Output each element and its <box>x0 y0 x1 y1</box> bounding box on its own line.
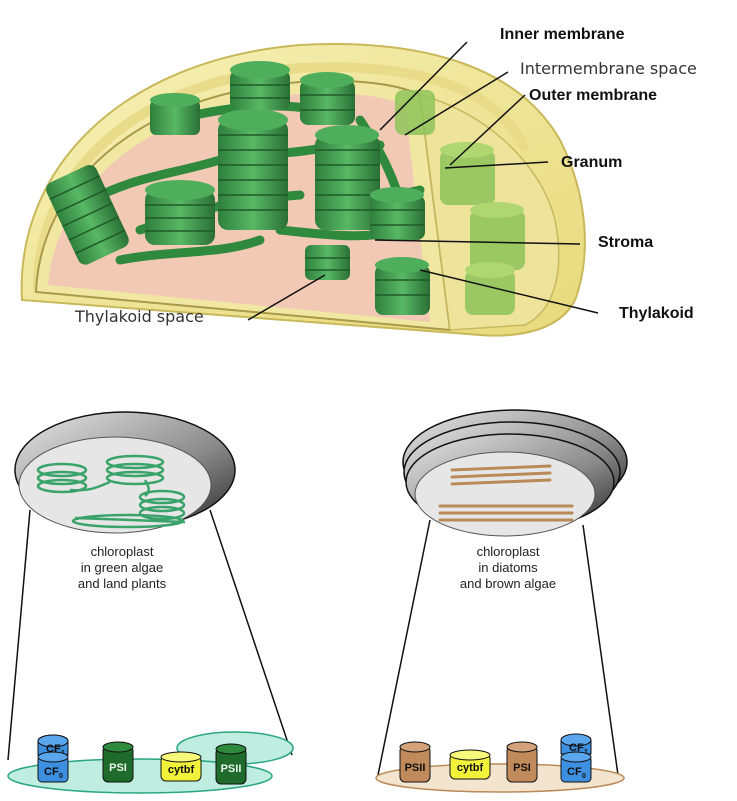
granum-3 <box>218 109 288 230</box>
granum-9 <box>305 245 350 280</box>
label-inner-membrane: Inner membrane <box>500 26 625 43</box>
svg-text:0: 0 <box>59 773 63 780</box>
svg-text:cytbf: cytbf <box>457 762 484 774</box>
caption-left-line2: in green algae <box>81 560 163 575</box>
caption-right-line3: and brown algae <box>460 576 556 591</box>
green-algae-model: chloroplast in green algae and land plan… <box>8 412 293 793</box>
label-stroma: Stroma <box>598 234 653 251</box>
label-thylakoid-space: Thylakoid space <box>74 307 204 326</box>
left-cytbf-complex: cytbf <box>161 752 201 781</box>
caption-left-line1: chloroplast <box>91 544 154 559</box>
svg-text:CF: CF <box>567 766 582 778</box>
right-psii-complex: PSII <box>400 742 430 782</box>
chloroplast-disc-face <box>415 452 595 536</box>
right-psi-complex: PSI <box>507 742 537 782</box>
label-granum: Granum <box>561 154 622 171</box>
svg-text:CF: CF <box>44 766 59 778</box>
granum-7 <box>370 187 425 240</box>
svg-text:PSII: PSII <box>221 763 242 775</box>
svg-text:PSI: PSI <box>109 762 127 774</box>
granum-4 <box>230 61 290 110</box>
cone-line-right <box>210 510 292 755</box>
label-outer-membrane: Outer membrane <box>529 87 657 104</box>
left-psii-complex: PSII <box>216 744 246 784</box>
granum-2 <box>145 180 215 245</box>
chloroplast-cutaway: Inner membrane Intermembrane space Outer… <box>22 26 697 336</box>
granum-6 <box>300 72 355 125</box>
right-cytbf-complex: cytbf <box>450 750 490 779</box>
label-intermembrane-space: Intermembrane space <box>520 59 697 78</box>
svg-text:PSI: PSI <box>513 762 531 774</box>
label-thylakoid: Thylakoid <box>619 305 694 322</box>
granum-8 <box>375 257 430 315</box>
cone-line-left <box>8 510 30 760</box>
cone-line-left <box>378 520 430 775</box>
left-psi-complex: PSI <box>103 742 133 782</box>
caption-right-line1: chloroplast <box>477 544 540 559</box>
right-cf-complex: CF 1 CF 0 <box>561 734 591 782</box>
diatom-model: chloroplast in diatoms and brown algae P… <box>376 410 627 792</box>
svg-text:0: 0 <box>582 773 586 780</box>
svg-text:PSII: PSII <box>405 762 426 774</box>
caption-left-line3: and land plants <box>78 576 167 591</box>
svg-text:cytbf: cytbf <box>168 764 195 776</box>
caption-right-line2: in diatoms <box>478 560 538 575</box>
granum-10 <box>150 93 200 135</box>
left-cf-complex: CF 1 CF 0 <box>38 735 68 782</box>
